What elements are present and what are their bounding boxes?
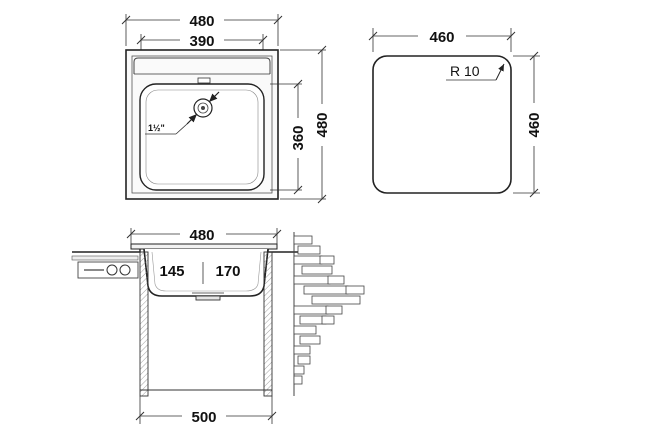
dim-bowl-depth-label: 360 (290, 125, 307, 150)
countertop-edge (71, 255, 139, 261)
dim-cabinet-width: 500 (135, 396, 277, 426)
dim-overall-width: 480 (121, 13, 283, 46)
knob-left (106, 264, 118, 276)
cutout-view: 460 R 10 460 (368, 28, 543, 198)
dim-bowl-width: 390 (136, 33, 268, 60)
top-view: 480 390 1½" (121, 13, 331, 204)
dim-bowl-width-label: 390 (189, 33, 214, 50)
drain (186, 91, 220, 125)
dim-cabinet-width-label: 500 (191, 409, 216, 426)
cabinet-wall-right (263, 251, 273, 397)
drain-fitting (195, 295, 221, 301)
dim-side-top-width: 480 (126, 227, 282, 248)
dim-overall-depth: 480 (280, 45, 331, 204)
sink-inner-rim (131, 55, 273, 194)
dim-bowl-depth: 360 (270, 79, 307, 195)
cutout-outline (372, 55, 512, 194)
depth-front-label: 145 (159, 263, 184, 280)
dim-side-top-width-label: 480 (189, 227, 214, 244)
sink-rim-side (130, 243, 278, 250)
dim-cutout-depth-label: 460 (526, 112, 543, 137)
side-view: 480 145 170 (71, 227, 365, 426)
overflow-slot (197, 77, 211, 84)
cabinet-wall-left (139, 251, 149, 397)
corner-radius-label: R 10 (450, 63, 480, 79)
depth-back-label: 170 (215, 263, 240, 280)
dim-cutout-width: 460 (368, 28, 516, 52)
control-panel (77, 261, 139, 279)
bowl (139, 83, 265, 191)
drain-size-label: 1½" (148, 123, 165, 133)
dim-overall-depth-label: 480 (314, 112, 331, 137)
back-ledge (133, 57, 271, 74)
brick-wall (293, 232, 365, 396)
dim-cutout-width-label: 460 (429, 29, 454, 46)
knob-right (119, 264, 131, 276)
dim-cutout-depth: 460 (513, 51, 543, 198)
dim-overall-width-label: 480 (189, 13, 214, 30)
bowl-inner-line (145, 89, 259, 185)
